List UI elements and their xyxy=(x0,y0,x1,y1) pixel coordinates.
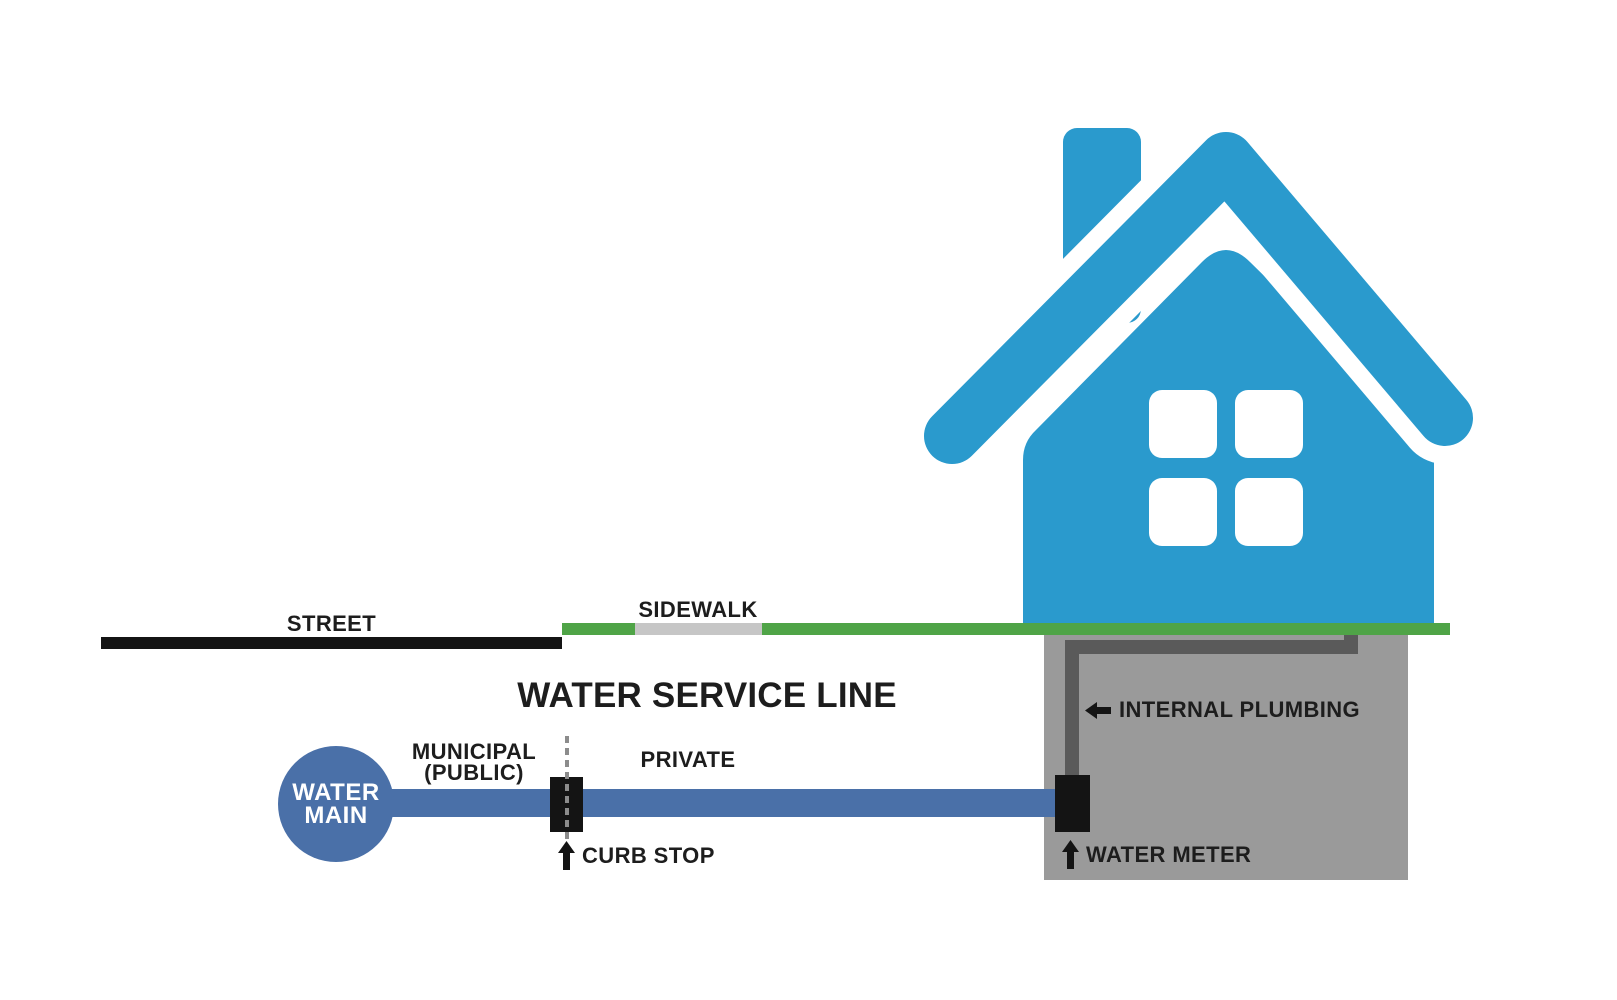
internal-plumbing-label: INTERNAL PLUMBING xyxy=(1119,697,1361,722)
water-meter-box xyxy=(1055,775,1090,832)
internal-plumbing-pipe-vertical xyxy=(1065,640,1079,777)
water-meter-label: WATER METER xyxy=(1086,841,1252,867)
roof xyxy=(924,132,1473,464)
left-arrow-icon xyxy=(1085,701,1111,719)
window-pane xyxy=(1149,390,1217,458)
internal-plumbing-pipe-horizontal xyxy=(1065,640,1358,654)
up-arrow-icon xyxy=(1062,840,1079,869)
foundation xyxy=(1044,635,1408,880)
window-pane xyxy=(1235,390,1303,458)
water-meter-annotation: WATER METER xyxy=(1062,840,1251,869)
internal-plumbing-annotation: INTERNAL PLUMBING xyxy=(1085,699,1360,721)
property-boundary-dashed-line xyxy=(565,736,569,844)
diagram-title: WATER SERVICE LINE xyxy=(517,676,897,715)
up-arrow-icon xyxy=(558,841,575,870)
street-line xyxy=(101,637,562,649)
sidewalk-line xyxy=(562,623,1450,635)
window-pane xyxy=(1235,478,1303,546)
sidewalk-concrete-segment xyxy=(635,623,762,635)
private-label: PRIVATE xyxy=(640,747,736,772)
water-main-label-line2: MAIN xyxy=(304,802,368,829)
curb-stop-annotation: CURB STOP xyxy=(558,841,715,870)
municipal-label-line1: MUNICIPAL xyxy=(411,739,537,764)
water-main-label-line1: WATER xyxy=(292,779,380,806)
street-label: STREET xyxy=(286,611,377,636)
municipal-label-line2: (PUBLIC) xyxy=(424,760,524,785)
water-main-node: WATER MAIN xyxy=(278,746,394,862)
window-pane xyxy=(1149,478,1217,546)
sidewalk-label: SIDEWALK xyxy=(638,597,758,622)
municipal-public-label: MUNICIPAL (PUBLIC) xyxy=(374,739,574,785)
curb-stop-label: CURB STOP xyxy=(582,842,715,868)
water-service-pipe xyxy=(340,789,1057,817)
